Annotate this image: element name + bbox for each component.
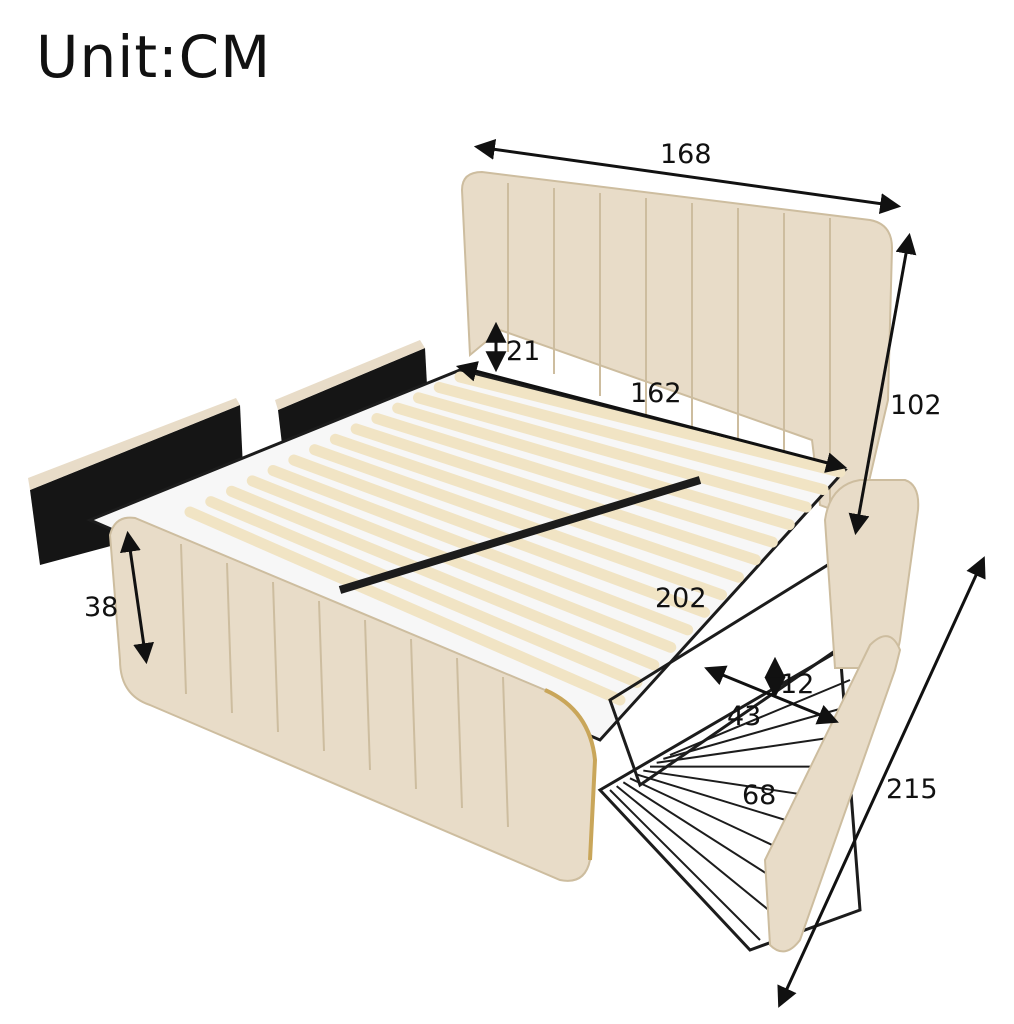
dim-overall-length: 215 [886,774,938,805]
dim-slat-width: 162 [630,378,682,409]
slat [246,475,677,653]
dim-inner-length: 202 [655,583,707,614]
headboard [460,170,894,522]
slat [329,433,744,583]
footboard [108,516,598,882]
dim-headboard-width: 168 [660,139,712,170]
slat [309,444,728,601]
dim-drawer-length: 68 [742,780,776,811]
slat [288,454,711,618]
dim-headboard-gap: 21 [506,336,540,367]
dim-footboard-height: 38 [84,592,118,623]
dim-drawer-height: 12 [780,669,814,700]
slat [184,506,626,706]
dimension-arrows [120,138,986,1008]
dim-drawer-width: 43 [727,701,761,732]
dim-headboard-height: 102 [890,390,942,421]
unit-title: Unit:CM [36,23,272,91]
slat [350,423,761,566]
slat [371,413,778,548]
slat [205,496,643,688]
slat [226,485,660,671]
